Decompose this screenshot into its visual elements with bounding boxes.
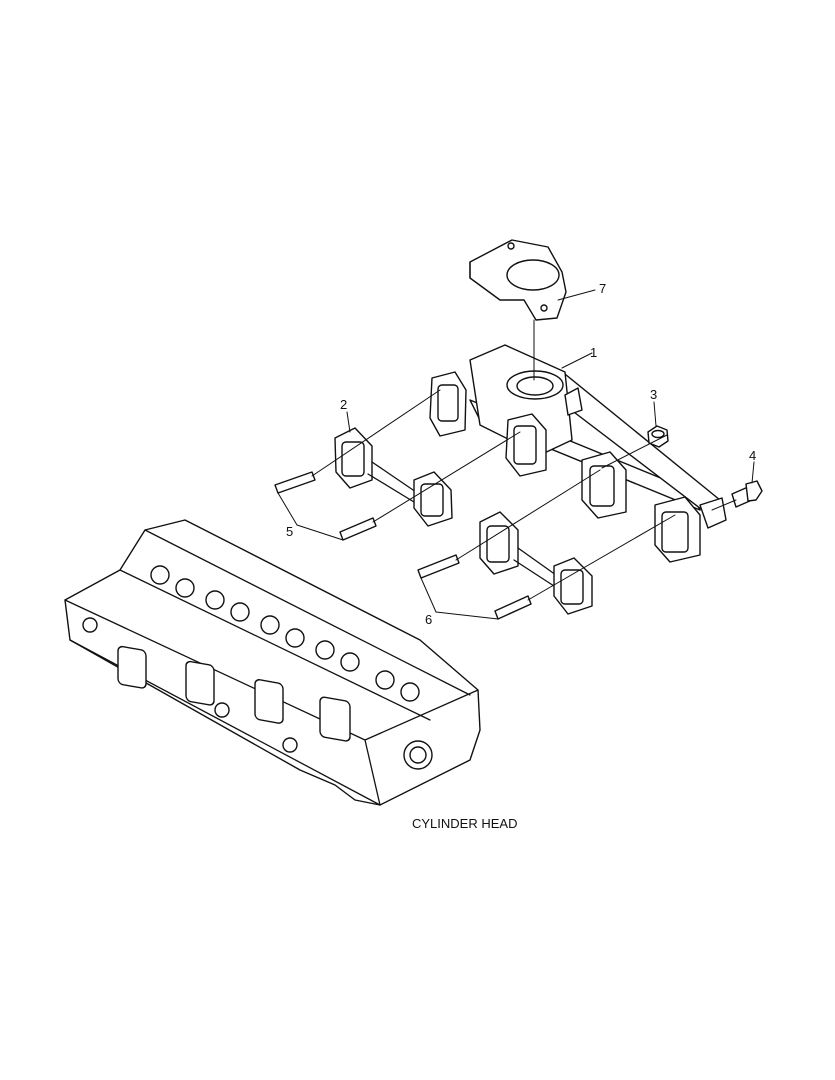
callout-2: 2 (340, 397, 347, 412)
cylinder-head (64, 519, 481, 806)
callout-4: 4 (749, 448, 756, 463)
exhaust-manifold-part-1 (429, 344, 727, 563)
bolt-part-4 (731, 480, 763, 508)
flange-plate-part-7 (469, 239, 567, 321)
callout-6: 6 (425, 612, 432, 627)
callout-7: 7 (599, 281, 606, 296)
stud-parts (274, 471, 532, 620)
callout-3: 3 (650, 387, 657, 402)
cylinder-head-caption: CYLINDER HEAD (412, 816, 517, 831)
callout-1: 1 (590, 345, 597, 360)
callout-5: 5 (286, 524, 293, 539)
leader-lines (277, 289, 755, 620)
